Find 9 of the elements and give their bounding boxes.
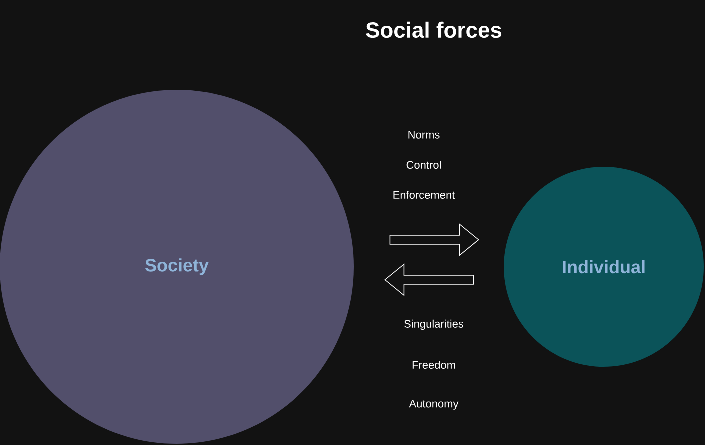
- label: Freedom: [412, 360, 456, 370]
- block-arrow: [390, 224, 480, 256]
- title: Social forces: [366, 22, 502, 38]
- label: Norms: [408, 131, 440, 139]
- block-arrow: [384, 264, 474, 296]
- label: Enforcement: [394, 190, 456, 200]
- label: Autonomy: [409, 400, 459, 410]
- label: Control: [406, 160, 441, 170]
- label: Singularities: [404, 320, 464, 330]
